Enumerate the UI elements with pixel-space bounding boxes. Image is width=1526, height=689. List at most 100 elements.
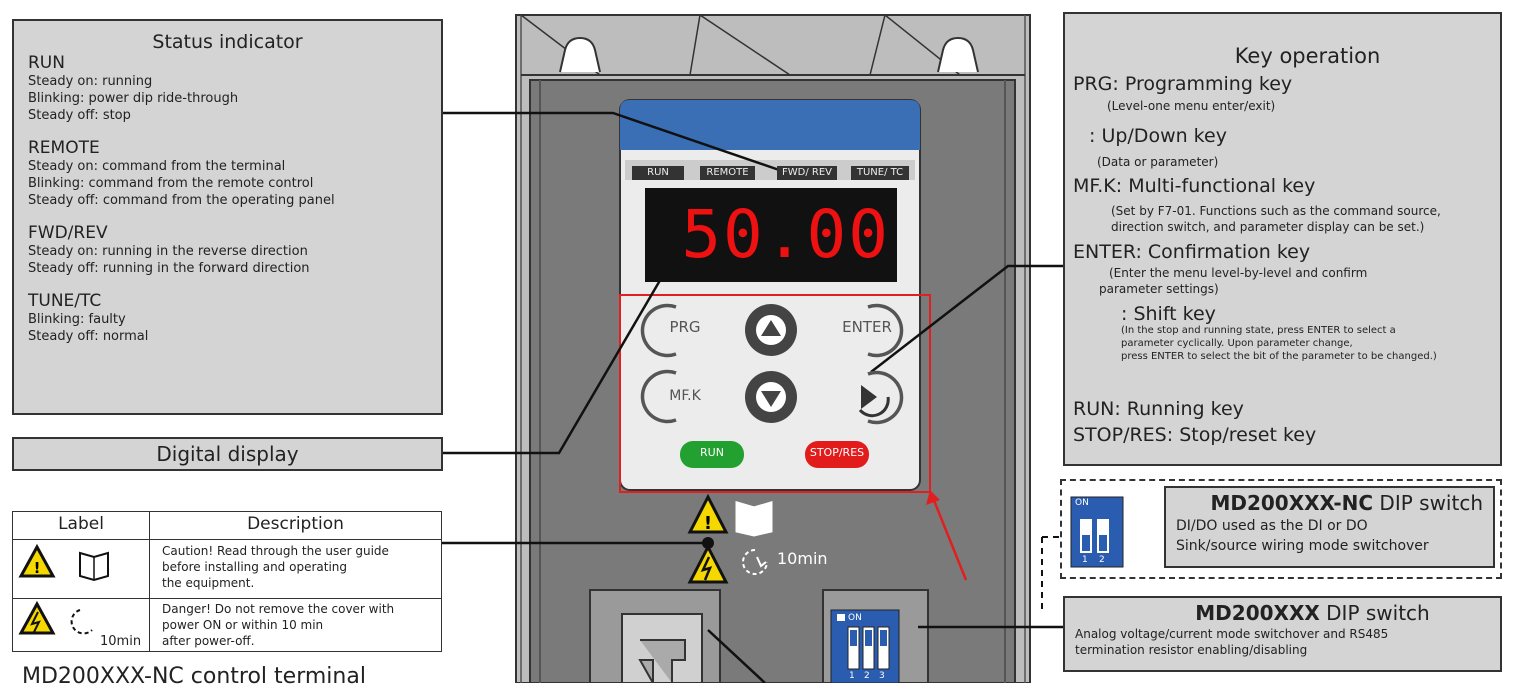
fwd-rev-line: Steady on: running in the reverse direct…	[28, 244, 308, 259]
table-timer-icon	[70, 609, 93, 635]
tune-tc-heading: TUNE/TC	[28, 291, 102, 311]
table-cell: Danger! Do not remove the cover with	[162, 602, 395, 616]
dip-nc-line: Sink/source wiring mode switchover	[1176, 538, 1429, 554]
table-cell: power ON or within 10 min	[162, 618, 324, 632]
stop-key-label[interactable]: STOP/RES	[809, 446, 865, 459]
remote-heading: REMOTE	[28, 138, 100, 158]
table-danger-icon	[18, 600, 56, 635]
dashed-connector	[1041, 536, 1060, 610]
table-header-label: Label	[58, 514, 104, 534]
dip-std-title: MD200XXX DIP switch	[1195, 601, 1430, 625]
run-key-line: RUN: Running key	[1073, 398, 1244, 420]
stop-key	[805, 441, 869, 468]
key-operation-box: Key operation PRG: Programming key (Leve…	[1063, 12, 1502, 466]
remote-line: Steady on: command from the terminal	[28, 159, 286, 174]
table-row: Danger! Do not remove the cover with pow…	[162, 601, 437, 649]
remote-line: Steady off: command from the operating p…	[28, 193, 335, 208]
label-table: Label Description Caution! Read through …	[12, 511, 442, 652]
indicator-remote: REMOTE	[700, 166, 755, 180]
dip-std-num-1: 1	[849, 671, 855, 681]
control-terminal-heading: MD200XXX-NC control terminal	[22, 664, 366, 689]
mfk-key-label[interactable]: MF.K	[669, 388, 701, 404]
table-cell: before installing and operating	[162, 560, 348, 574]
table-timer-text: 10min	[100, 634, 142, 649]
dip-nc-title: MD200XXX-NC DIP switch	[1210, 491, 1483, 515]
danger-triangle-icon	[687, 543, 729, 584]
mfk-note: direction switch, and parameter display …	[1111, 220, 1425, 234]
fwd-rev-line: Steady off: running in the forward direc…	[28, 261, 310, 276]
table-cell: the equipment.	[162, 576, 255, 590]
svg-text:!: !	[704, 513, 712, 534]
red-arrow	[931, 497, 968, 581]
leader-display	[442, 240, 685, 455]
prg-key	[640, 303, 677, 358]
keypad-highlight-frame	[619, 294, 931, 493]
indicator-tune-tc: TUNE/ TC	[851, 166, 909, 180]
key-operation-title: Key operation	[1234, 44, 1381, 68]
shift-key	[867, 370, 904, 425]
mounting-hole-right	[937, 36, 979, 73]
timer-icon	[742, 549, 768, 575]
leader-status	[440, 111, 786, 174]
enter-key	[867, 303, 904, 358]
shift-line: : Shift key	[1121, 303, 1216, 325]
dip-std-box: MD200XXX DIP switch Analog voltage/curre…	[1063, 596, 1502, 672]
indicator-run: RUN	[632, 166, 684, 180]
dip-std-line: termination resistor enabling/disabling	[1075, 643, 1308, 657]
enter-key-label[interactable]: ENTER	[842, 318, 892, 336]
updown-note: (Data or parameter)	[1097, 155, 1219, 169]
table-row: Caution! Read through the user guide bef…	[162, 543, 437, 591]
prg-note: (Level-one menu enter/exit)	[1107, 99, 1276, 113]
dip-std-line: Analog voltage/current mode switchover a…	[1075, 627, 1389, 641]
status-indicator-box: Status indicator RUN Steady on: running …	[12, 19, 443, 415]
mounting-hole-left	[559, 36, 601, 73]
table-header-description: Description	[247, 514, 344, 534]
shift-note: parameter cyclically. Upon parameter cha…	[1121, 338, 1353, 349]
updown-line: : Up/Down key	[1089, 125, 1227, 147]
enter-note: parameter settings)	[1099, 282, 1219, 296]
dip-std-num-3: 3	[879, 671, 885, 681]
dip-nc-num-2: 2	[1099, 555, 1105, 565]
label-dot	[702, 537, 714, 549]
table-caution-icon	[18, 543, 56, 578]
dip-std-num-2: 2	[864, 671, 870, 681]
prg-key-label[interactable]: PRG	[669, 318, 701, 336]
caution-triangle-icon	[687, 493, 729, 534]
fwd-rev-heading: FWD/REV	[28, 223, 108, 243]
run-line: Blinking: power dip ride-through	[28, 91, 239, 106]
panel-blue-header	[620, 100, 920, 150]
dip-nc-frame	[1060, 479, 1502, 579]
run-key-label[interactable]: RUN	[700, 446, 724, 459]
leader-keyop	[870, 264, 1063, 373]
mfk-note: (Set by F7-01. Functions such as the com…	[1111, 204, 1441, 218]
dip-nc-line: DI/DO used as the DI or DO	[1176, 518, 1368, 534]
remote-line: Blinking: command from the remote contro…	[28, 176, 314, 191]
stop-key-line: STOP/RES: Stop/reset key	[1073, 424, 1317, 446]
table-cell: Caution! Read through the user guide	[162, 544, 389, 558]
prg-line: PRG: Programming key	[1073, 73, 1293, 95]
digital-display-label: Digital display	[12, 437, 443, 471]
shift-note: (In the stop and running state, press EN…	[1121, 325, 1396, 336]
dip-std-on: ON	[848, 613, 862, 623]
mfk-key	[640, 369, 677, 424]
dip-nc-box: MD200XXX-NC DIP switch DI/DO used as the…	[1164, 486, 1495, 568]
display-value: 50.00	[681, 196, 890, 273]
enter-line: ENTER: Confirmation key	[1073, 241, 1311, 263]
run-line: Steady on: running	[28, 74, 153, 89]
run-key	[680, 441, 744, 468]
run-line: Steady off: stop	[28, 108, 131, 123]
tune-tc-line: Blinking: faulty	[28, 312, 126, 327]
warning-time: 10min	[777, 549, 828, 568]
dip-nc-num-1: 1	[1082, 555, 1088, 565]
table-cell: after power-off.	[162, 634, 255, 648]
tune-tc-line: Steady off: normal	[28, 329, 149, 344]
indicator-fwd-rev: FWD/ REV	[777, 166, 837, 180]
leader-port	[707, 629, 766, 683]
display-window	[645, 188, 897, 282]
dip-nc-on: ON	[1075, 498, 1089, 508]
enter-note: (Enter the menu level-by-level and confi…	[1109, 266, 1368, 280]
status-indicator-title: Status indicator	[152, 31, 303, 53]
run-heading: RUN	[28, 53, 65, 73]
mfk-line: MF.K: Multi-functional key	[1073, 175, 1316, 197]
